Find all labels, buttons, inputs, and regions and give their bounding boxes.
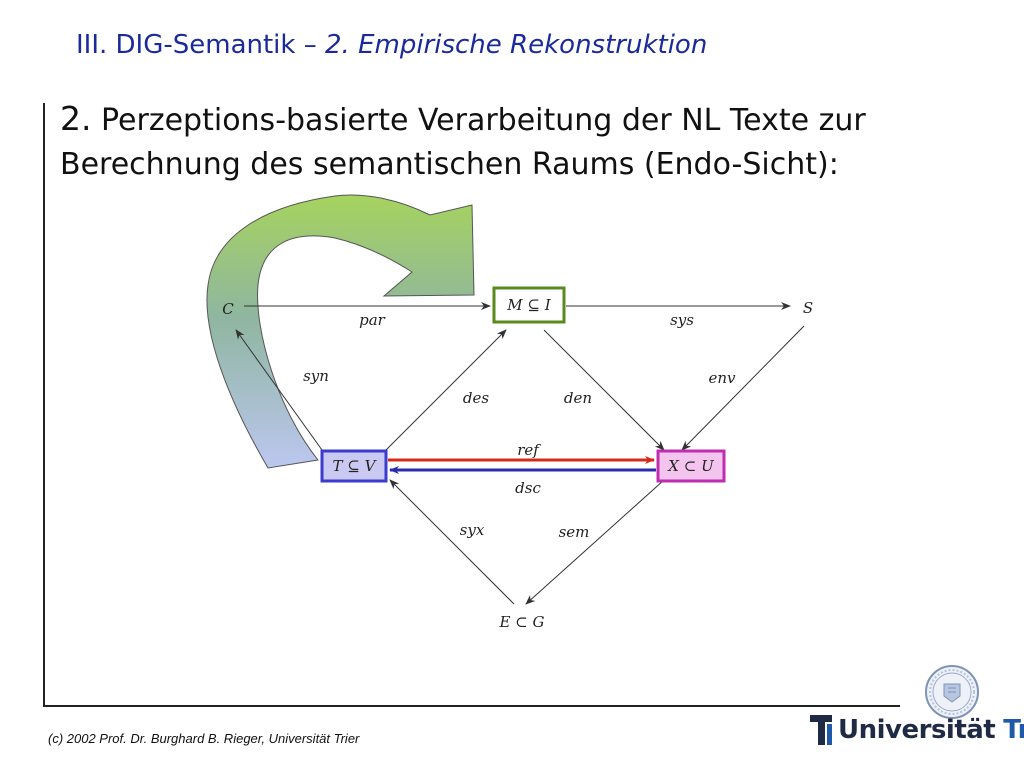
edge-label-syx: syx <box>460 521 485 539</box>
edge-label-env: env <box>708 369 736 387</box>
edge-label-sys: sys <box>670 311 694 329</box>
node-c-label: C <box>222 300 234 318</box>
node-s-label: S <box>803 299 813 317</box>
node-tv-label: T ⊆ V <box>333 457 378 475</box>
heading-line-1: Perzeptions-basierte Verarbeitung der NL… <box>91 103 866 138</box>
edge-label-dsc: dsc <box>515 479 541 497</box>
edge-den <box>543 329 665 451</box>
slide-title-sub: 2. Empirische Rekonstruktion <box>325 30 708 60</box>
edge-env <box>681 325 805 451</box>
bottom-rule <box>43 705 900 707</box>
slide-title: III. DIG-Semantik – 2. Empirische Rekons… <box>76 30 707 60</box>
edge-label-syn: syn <box>303 367 329 385</box>
node-eg-label: E ⊂ G <box>498 613 544 631</box>
university-mark-icon <box>810 715 832 745</box>
heading-number: 2. <box>60 99 92 138</box>
edge-label-par: par <box>359 311 386 329</box>
edge-label-des: des <box>463 389 489 407</box>
copyright-footer: (c) 2002 Prof. Dr. Burghard B. Rieger, U… <box>48 731 360 746</box>
slide-title-main: III. DIG-Semantik – <box>76 30 325 60</box>
edge-syn <box>235 329 323 451</box>
slide-heading: 2. Perzeptions-basierte Verarbeitung der… <box>60 97 866 187</box>
edge-label-den: den <box>564 389 592 407</box>
edge-des <box>385 329 507 451</box>
edge-sem <box>525 479 665 605</box>
university-seal-icon <box>925 665 979 719</box>
logo-wordmark: Universität <box>838 715 996 745</box>
edge-label-ref: ref <box>517 441 541 459</box>
node-mi-label: M ⊆ I <box>506 296 551 314</box>
node-mi-box <box>492 286 566 324</box>
node-xu-box <box>656 449 726 483</box>
university-logo: Universität Trier <box>810 710 1024 750</box>
left-rule <box>43 103 45 707</box>
edge-syx <box>389 479 515 605</box>
edge-label-sem: sem <box>559 523 590 541</box>
heading-line-2: Berechnung des semantischen Raums (Endo-… <box>60 147 839 182</box>
big-curved-arrow <box>206 194 475 469</box>
logo-city: Trier <box>1003 715 1024 745</box>
node-xu-label: X ⊂ U <box>667 457 715 475</box>
node-tv-box <box>320 449 388 483</box>
